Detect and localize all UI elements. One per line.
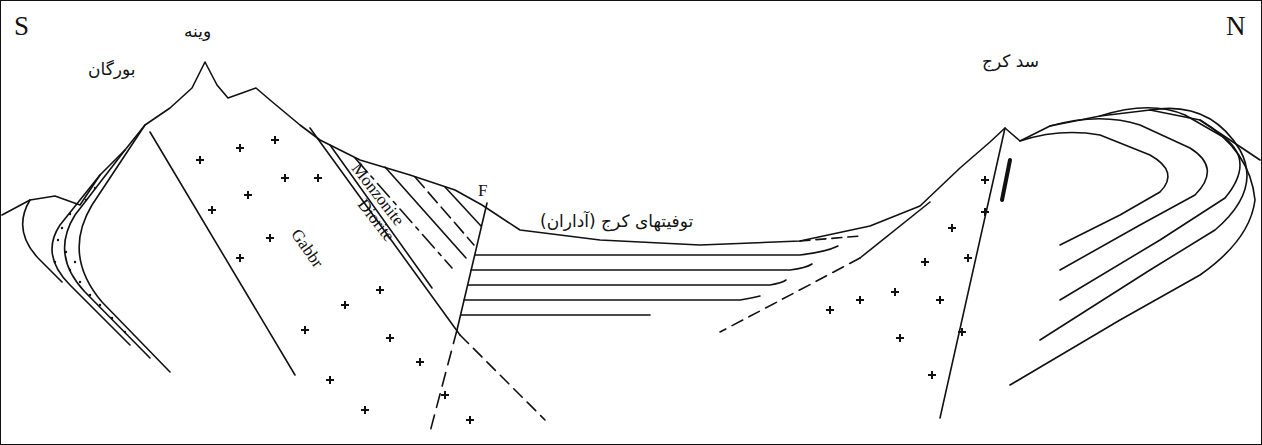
place-name: بورگان <box>88 60 135 79</box>
fault-label: F <box>478 182 487 201</box>
peak-name: وینه <box>184 22 211 41</box>
direction-label: S <box>14 12 29 42</box>
formation-name: توفیتهای کرج (آداران) <box>540 212 693 231</box>
place-name: سد کرج <box>982 52 1039 71</box>
direction-label: N <box>1226 12 1246 42</box>
